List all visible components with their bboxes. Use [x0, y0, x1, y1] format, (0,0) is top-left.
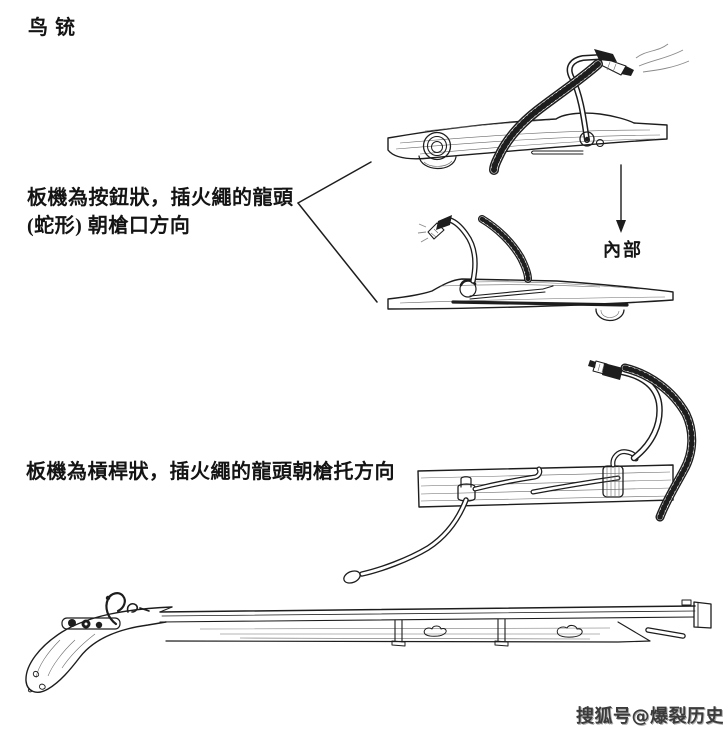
internal-view-arrow — [616, 164, 626, 233]
figure-button-lock-internal — [387, 215, 674, 322]
annotation-button-type-line2: (蛇形) 朝槍口方向 — [27, 215, 191, 237]
figure-button-lock-external — [387, 43, 690, 175]
annotation-button-type-line1: 板機為按鈕狀，插火繩的龍頭 — [27, 187, 294, 209]
internal-view-label: 內部 — [603, 240, 643, 260]
callout-bracket — [297, 161, 378, 303]
figure-full-musket — [25, 592, 712, 693]
figure-lever-lock — [343, 360, 697, 584]
annotation-lever-type: 板機為槓桿狀，插火繩的龍頭朝槍托方向 — [26, 461, 395, 483]
annotation-button-type: 板機為按鈕狀，插火繩的龍頭 (蛇形) 朝槍口方向 — [27, 184, 294, 240]
watermark: 搜狐号@爆裂历史 — [576, 706, 723, 727]
page-title: 鸟铳 — [28, 15, 82, 39]
